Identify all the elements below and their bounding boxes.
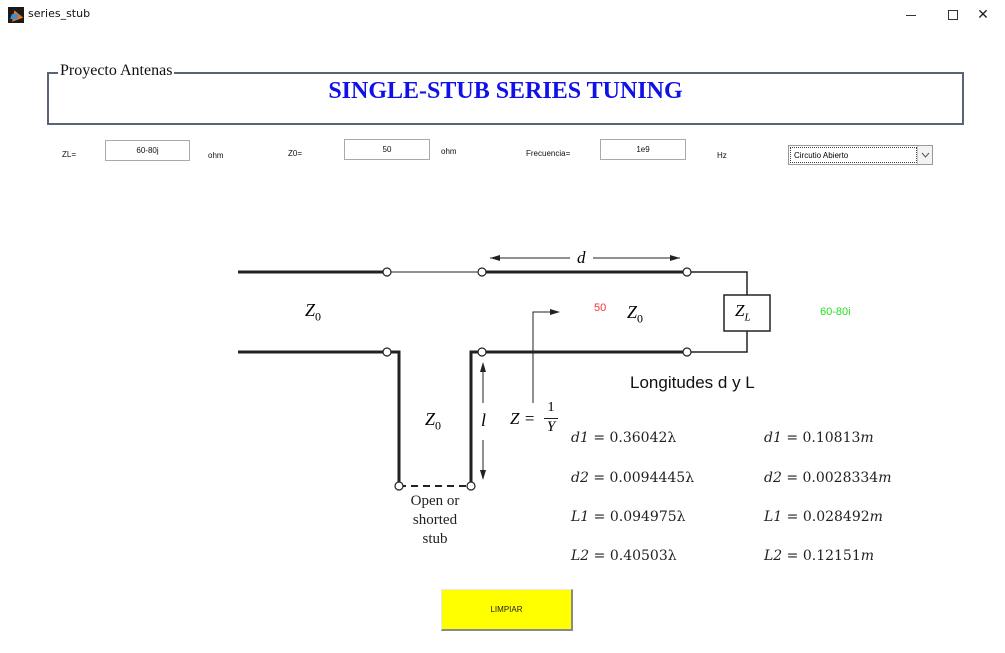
var: L2 xyxy=(571,548,590,564)
clear-button[interactable]: LIMPIAR xyxy=(441,589,573,631)
zl-box-symbol: Z xyxy=(735,301,745,320)
fraction-denominator: Y xyxy=(546,419,556,435)
fraction-numerator: 1 xyxy=(547,400,555,415)
unit: m xyxy=(860,430,874,446)
z-equals-label: Z = xyxy=(510,409,536,428)
project-panel: Proyecto Antenas SINGLE-STUB SERIES TUNI… xyxy=(47,62,964,125)
stub-type-selected: Circutio Abierto xyxy=(790,147,917,163)
unit: m xyxy=(869,509,883,525)
minimize-button[interactable] xyxy=(888,0,934,30)
var: L2 xyxy=(764,548,783,564)
value: = 0.36042λ xyxy=(593,430,677,446)
result-d1-lambda: d1 = 0.36042λ xyxy=(571,430,676,446)
stub-caption-line: stub xyxy=(422,531,448,547)
d-label: d xyxy=(577,248,586,267)
value: = 0.0094445λ xyxy=(593,470,695,486)
result-l1-meters: L1 = 0.028492m xyxy=(764,509,883,525)
result-d2-meters: d2 = 0.0028334m xyxy=(764,470,892,486)
value: = 0.0028334 xyxy=(786,470,879,486)
matlab-icon xyxy=(8,7,24,23)
maximize-button[interactable] xyxy=(930,0,976,30)
z0-mid-symbol: Z xyxy=(627,302,638,322)
result-d2-lambda: d2 = 0.0094445λ xyxy=(571,470,694,486)
result-l2-lambda: L2 = 0.40503λ xyxy=(571,548,677,564)
stub-caption: Open or shorted stub xyxy=(388,492,482,549)
unit: m xyxy=(860,548,875,564)
z0-mid-sub: 0 xyxy=(637,311,644,326)
var: d2 xyxy=(764,470,782,486)
result-d1-meters: d1 = 0.10813m xyxy=(764,430,874,446)
l-label: l xyxy=(480,410,488,431)
z0-mid-label: Z0 xyxy=(627,302,643,327)
stub-caption-line: Open or xyxy=(410,493,460,509)
z0-left-symbol: Z xyxy=(305,300,316,320)
close-icon: ✕ xyxy=(977,7,989,23)
window-titlebar: series_stub ✕ xyxy=(0,0,1005,30)
var: d1 xyxy=(571,430,589,446)
freq-unit: Hz xyxy=(717,151,727,160)
zl-label: ZL= xyxy=(62,150,77,159)
zl-value-display: 60-80i xyxy=(820,306,851,318)
chevron-down-icon[interactable] xyxy=(917,146,932,164)
value: = 0.028492 xyxy=(786,509,870,525)
maximize-icon xyxy=(948,10,958,20)
close-button[interactable]: ✕ xyxy=(960,0,1005,30)
var: L1 xyxy=(764,509,783,525)
results-title: Longitudes d y L xyxy=(630,373,755,392)
z0-stub-sub: 0 xyxy=(435,418,442,433)
value: = 0.12151 xyxy=(786,548,861,564)
freq-label: Frecuencia= xyxy=(526,149,571,158)
z0-left-label: Z0 xyxy=(305,300,321,325)
value: = 0.40503λ xyxy=(593,548,677,564)
zl-unit: ohm xyxy=(208,151,224,160)
stub-type-dropdown[interactable]: Circutio Abierto xyxy=(788,145,933,165)
window-title: series_stub xyxy=(28,7,91,20)
result-l2-meters: L2 = 0.12151m xyxy=(764,548,874,564)
fraction-bar xyxy=(544,418,558,419)
z0-value-display: 50 xyxy=(594,302,607,314)
value: = 0.094975λ xyxy=(593,509,686,525)
z0-left-sub: 0 xyxy=(315,309,322,324)
var: d2 xyxy=(571,470,589,486)
result-l1-lambda: L1 = 0.094975λ xyxy=(571,509,686,525)
unit: m xyxy=(878,470,892,486)
freq-input[interactable]: 1e9 xyxy=(600,139,686,160)
z0-label: Z0= xyxy=(288,149,303,158)
var: L1 xyxy=(571,509,590,525)
z0-input[interactable]: 50 xyxy=(344,139,430,160)
minimize-icon xyxy=(906,14,916,16)
z0-unit: ohm xyxy=(441,147,457,156)
var: d1 xyxy=(764,430,782,446)
page-title: SINGLE-STUB SERIES TUNING xyxy=(328,78,683,104)
stub-caption-line: shorted xyxy=(412,512,458,528)
value: = 0.10813 xyxy=(786,430,861,446)
zl-box-sub: L xyxy=(744,311,751,324)
z0-stub-symbol: Z xyxy=(425,409,436,429)
zl-box-label: ZL xyxy=(735,301,751,323)
z0-stub-label: Z0 xyxy=(425,409,441,434)
zl-input[interactable]: 60-80j xyxy=(105,140,190,161)
panel-legend: Proyecto Antenas xyxy=(58,62,175,80)
